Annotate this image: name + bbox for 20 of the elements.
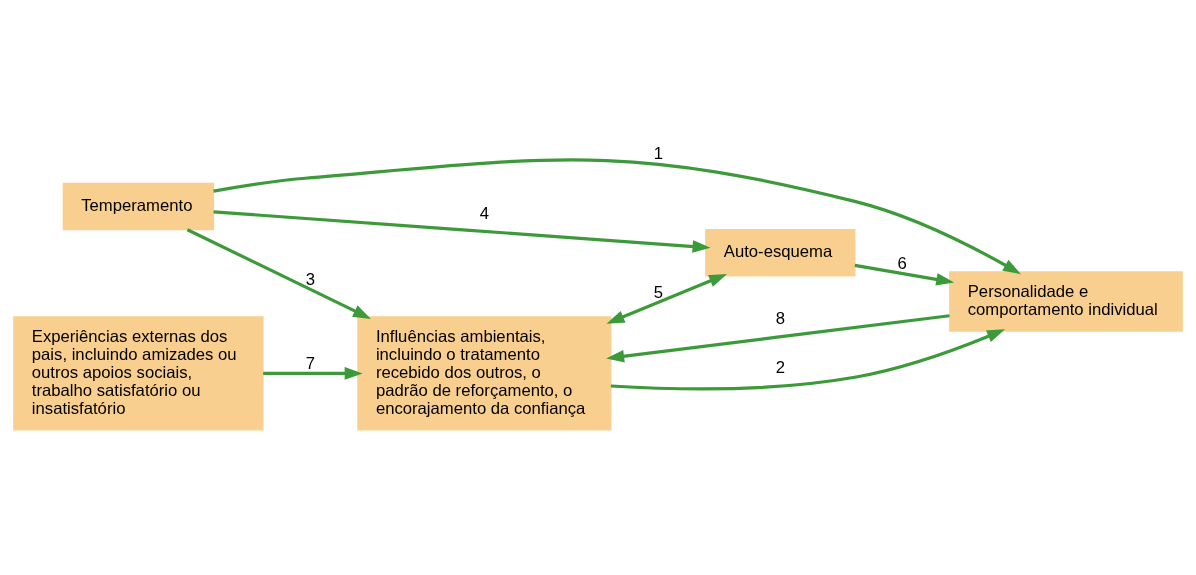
node-box: Personalidade e comportamento individual [949, 270, 1183, 332]
arrow [606, 273, 728, 324]
arrow [610, 328, 1006, 390]
arrow [186, 227, 371, 319]
edge-label: 2 [775, 357, 785, 377]
edge-label: 4 [479, 203, 490, 223]
arrow [606, 313, 950, 362]
arrow [213, 209, 711, 253]
arrow [263, 366, 363, 380]
edge-label: 7 [305, 353, 316, 373]
edge-label: 5 [653, 282, 663, 302]
edge-label: 6 [897, 253, 907, 273]
edge-label: 1 [653, 143, 663, 163]
node-box: Experiências externas dos pais, incluindo amizades ou outros apoios sociais, trabalho satisfatório ou insatisfatório [13, 315, 264, 430]
node-box: Temperamento [62, 182, 215, 230]
node-box: Auto-esquema [705, 228, 856, 276]
arrow [854, 263, 955, 286]
edge-label: 3 [305, 269, 316, 289]
node-box: Influências ambientais, incluindo o tratamento recebido dos outros, o padrão de reforçamento, o encorajamento da confiança [357, 315, 612, 430]
edge-label: 8 [775, 308, 785, 328]
